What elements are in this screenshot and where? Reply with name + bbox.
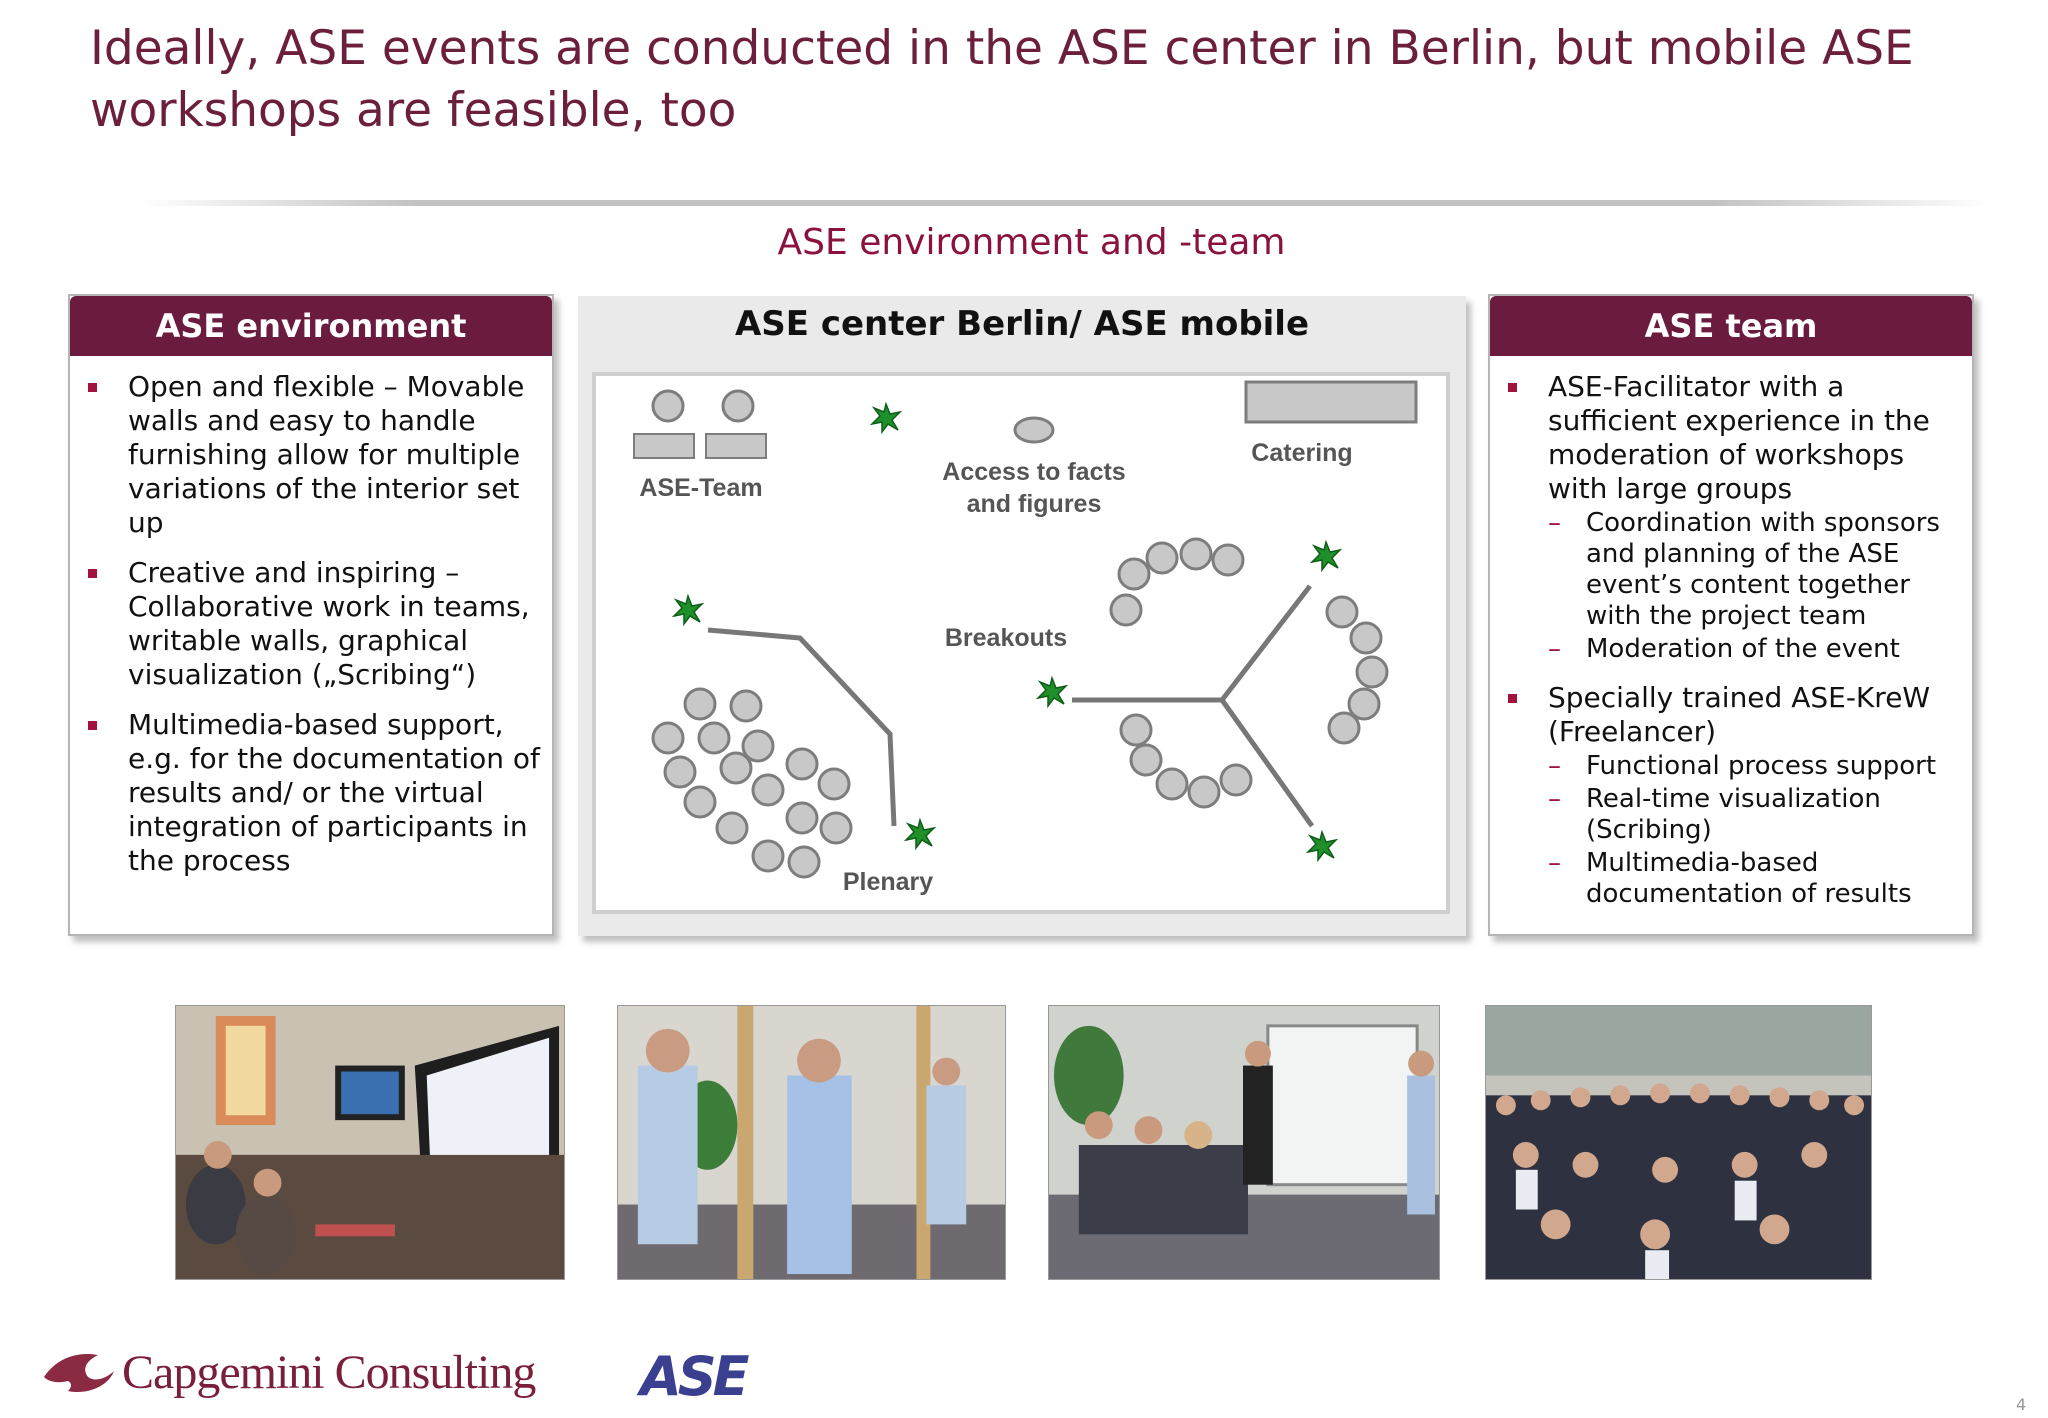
- ase-team-heading: ASE team: [1490, 296, 1972, 356]
- label-facts-2: and figures: [967, 490, 1102, 518]
- team-sub-bullet: Moderation of the event: [1548, 634, 1964, 665]
- breakout-seat-icon: [1325, 595, 1359, 629]
- plant-icon: [673, 595, 703, 625]
- plenary-seat-icon: [651, 721, 685, 755]
- plant-icon: [1037, 677, 1067, 707]
- photo-plenary-audience: [1485, 1005, 1872, 1280]
- team-bullet-text: ASE-Facilitator with a sufficient experi…: [1548, 370, 1930, 505]
- plant-icon: [1307, 831, 1337, 861]
- plant-icon: [871, 403, 901, 433]
- label-catering: Catering: [1251, 439, 1352, 467]
- plant-icon: [905, 819, 935, 849]
- plenary-seat-icon: [663, 755, 697, 789]
- breakout-seat-icon: [1327, 711, 1361, 745]
- plenary-seat-icon: [785, 801, 819, 835]
- team-seat-icon: [651, 389, 685, 423]
- breakout-seat-icon: [1219, 763, 1253, 797]
- plenary-seat-icon: [787, 845, 821, 879]
- plenary-seat-icon: [817, 767, 851, 801]
- team-seat-icon: [721, 389, 755, 423]
- plenary-seat-icon: [819, 811, 853, 845]
- breakout-seat-icon: [1119, 713, 1153, 747]
- plenary-seat-icon: [785, 747, 819, 781]
- plenary-seat-icon: [729, 689, 763, 723]
- plenary-seat-icon: [719, 751, 753, 785]
- team-desk: [633, 433, 695, 459]
- plant-icon: [1311, 541, 1341, 571]
- team-sub-list: Functional process support Real-time vis…: [1548, 751, 1964, 910]
- label-ase-team: ASE-Team: [639, 474, 762, 502]
- capgemini-logo: Capgemini Consulting: [42, 1342, 536, 1402]
- environment-bullet: Multimedia-based support, e.g. for the d…: [88, 708, 544, 878]
- catering-counter: [1244, 380, 1418, 424]
- team-bullet-list: ASE-Facilitator with a sufficient experi…: [1490, 356, 1972, 910]
- ase-center-panel: ASE center Berlin/ ASE mobile ASE-Team A…: [578, 296, 1466, 936]
- team-sub-list: Coordination with sponsors and planning …: [1548, 508, 1964, 665]
- photo-team-discussion: [617, 1005, 1006, 1280]
- plenary-seat-icon: [715, 811, 749, 845]
- team-bullet: Specially trained ASE-KreW (Freelancer) …: [1508, 681, 1964, 910]
- team-sub-bullet: Functional process support: [1548, 751, 1964, 782]
- environment-bullet: Open and flexible – Movable walls and ea…: [88, 370, 544, 540]
- floor-plan: ASE-Team Access to facts and figures Cat…: [592, 372, 1450, 914]
- environment-bullet-list: Open and flexible – Movable walls and ea…: [70, 356, 552, 878]
- photo-presentation-screens: [175, 1005, 565, 1280]
- breakout-wall: [1220, 584, 1312, 702]
- ase-logo: ASE: [640, 1345, 750, 1408]
- label-breakouts: Breakouts: [945, 624, 1067, 652]
- floor-plan-diagram: ASE-Team Access to facts and figures Cat…: [633, 380, 1418, 896]
- breakout-seat-icon: [1347, 687, 1381, 721]
- ase-team-panel: ASE team ASE-Facilitator with a sufficie…: [1488, 294, 1974, 936]
- plenary-seat-icon: [751, 839, 785, 873]
- plenary-seat-icon: [697, 721, 731, 755]
- breakout-seat-icon: [1117, 557, 1151, 591]
- breakout-seat-icon: [1179, 537, 1213, 571]
- ase-environment-panel: ASE environment Open and flexible – Mova…: [68, 294, 554, 936]
- team-sub-bullet: Real-time visualization (Scribing): [1548, 784, 1964, 846]
- capgemini-logo-text: Capgemini Consulting: [122, 1345, 536, 1399]
- plenary-wall: [707, 627, 897, 827]
- breakout-seat-icon: [1145, 541, 1179, 575]
- team-bullet: ASE-Facilitator with a sufficient experi…: [1508, 370, 1964, 665]
- breakout-seat-icon: [1155, 767, 1189, 801]
- label-plenary: Plenary: [843, 868, 933, 896]
- photo-whiteboard-session: [1048, 1005, 1440, 1280]
- section-subtitle: ASE environment and -team: [777, 222, 1286, 263]
- environment-bullet: Creative and inspiring – Collaborative w…: [88, 556, 544, 692]
- team-bullet-text: Specially trained ASE-KreW (Freelancer): [1548, 681, 1931, 748]
- plenary-seat-icon: [683, 687, 717, 721]
- slide-title: Ideally, ASE events are conducted in the…: [90, 21, 1914, 138]
- breakout-seat-icon: [1349, 621, 1383, 655]
- breakout-seat-icon: [1187, 775, 1221, 809]
- plenary-seat-icon: [683, 785, 717, 819]
- title-divider: [140, 200, 1990, 206]
- team-sub-bullet: Multimedia-based documentation of result…: [1548, 848, 1964, 910]
- capgemini-spade-icon: [44, 1353, 114, 1393]
- team-sub-bullet: Coordination with sponsors and planning …: [1548, 508, 1964, 632]
- breakout-seat-icon: [1355, 655, 1389, 689]
- breakout-seat-icon: [1211, 543, 1245, 577]
- team-desk: [705, 433, 767, 459]
- ase-environment-heading: ASE environment: [70, 296, 552, 356]
- plenary-seat-icon: [751, 773, 785, 807]
- breakout-seat-icon: [1129, 743, 1163, 777]
- breakout-wall: [1219, 698, 1315, 828]
- page-number: 4: [2016, 1395, 2027, 1414]
- breakout-seat-icon: [1109, 593, 1143, 627]
- ase-center-heading: ASE center Berlin/ ASE mobile: [734, 304, 1310, 344]
- label-facts: Access to facts: [942, 458, 1125, 486]
- facts-table-icon: [1013, 416, 1055, 444]
